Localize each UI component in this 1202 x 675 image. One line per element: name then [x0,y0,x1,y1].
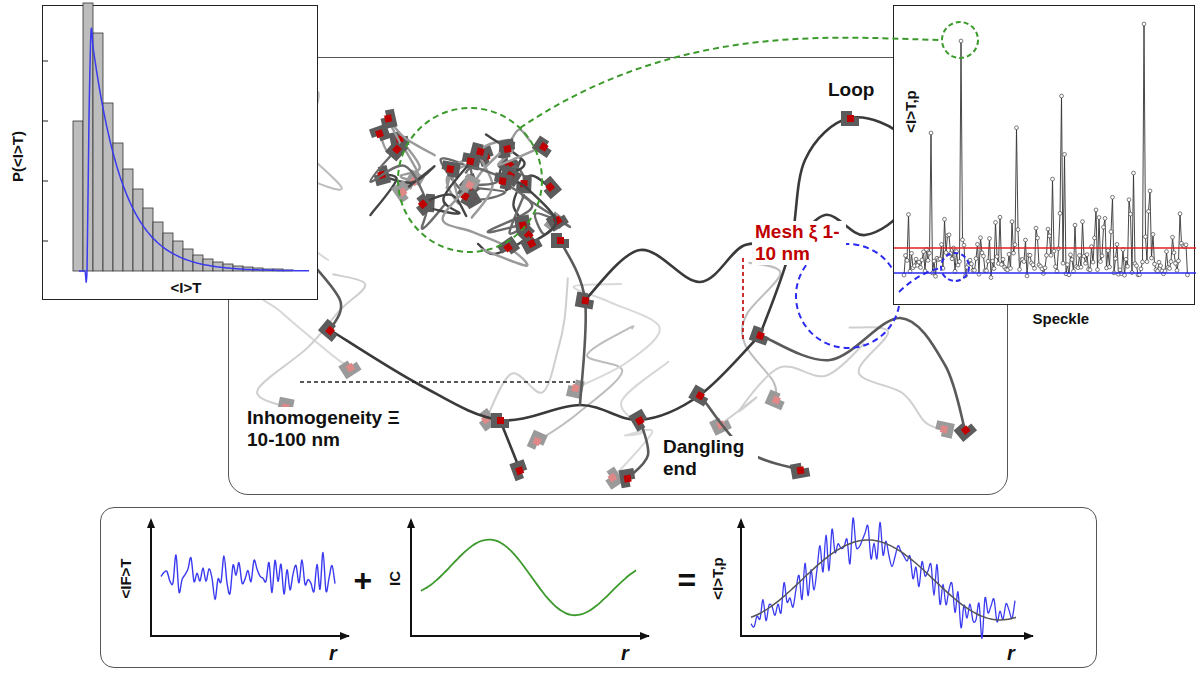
plot-graphic [101,508,1098,669]
axis-label: r [329,642,337,665]
signal-sum-box: <IF>T + IC = <I>T,p r r r [100,507,1097,668]
operator-symbol: = [678,562,697,599]
axis-label: Speckle [1033,310,1090,327]
axis-label: P(<I>T) [8,131,25,182]
axis-label: <I>T,p [708,557,725,600]
network-box: LoopMesh ξ 1-10 nm Inhomogeneity Ξ 10-100… [228,57,1008,495]
axis-label: r [621,642,629,665]
axis-label: <I>T [171,279,202,296]
inhomogeneity-label: Inhomogeneity Ξ 10-100 nm [244,407,428,451]
feature-label: Loop [825,79,877,101]
histogram-panel: P(<I>T)<I>T [42,5,318,300]
axis-label: <I>T,p [901,87,918,136]
operator-symbol: + [354,562,373,599]
axis-label: IC [386,571,403,586]
plot-graphic [43,6,319,301]
mesh-size-label: Mesh ξ 1-10 nm [752,221,846,265]
speckle-panel: <I>T,pSpeckle [893,5,1195,305]
plot-graphic [894,6,1196,306]
feature-label: Dangling end [660,436,758,480]
axis-label: r [1007,642,1015,665]
axis-label: <IF>T [117,558,134,598]
